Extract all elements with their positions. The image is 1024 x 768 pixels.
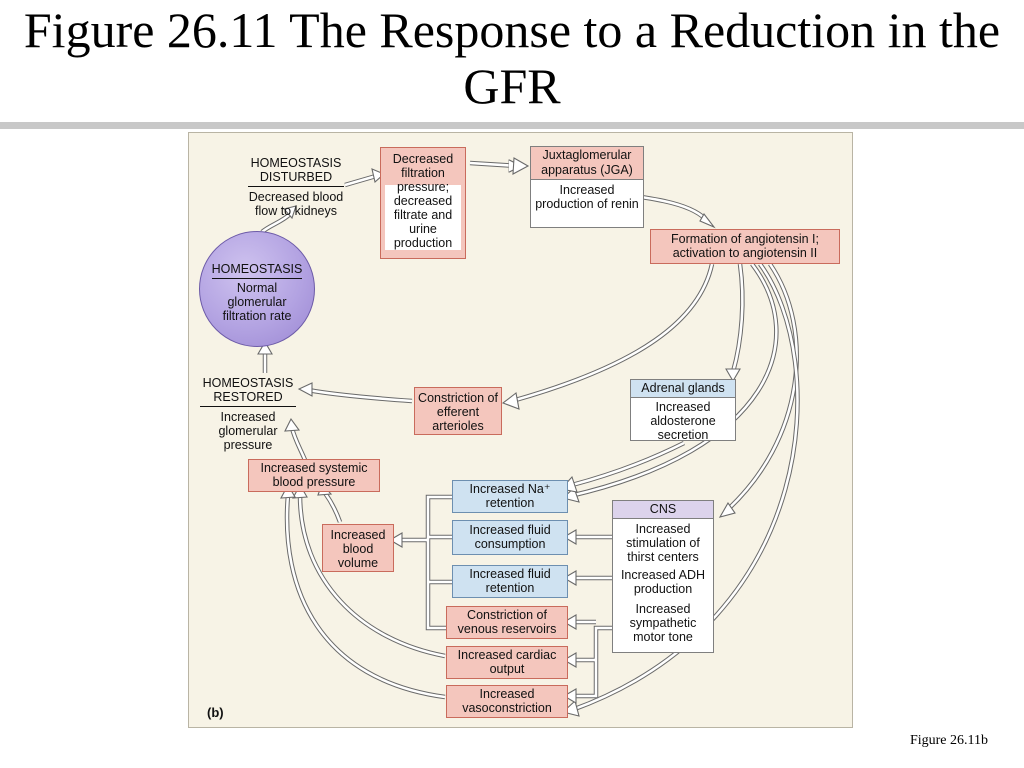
venous-box: Constriction of venous reservoirs	[446, 606, 568, 639]
restored-title: HOMEOSTASIS RESTORED	[200, 376, 296, 407]
decreased-filtration-head: Decreased filtration pressure; decreased…	[381, 152, 465, 250]
homeostasis-text: Normal glomerular filtration rate	[222, 281, 292, 323]
adrenal-title: Adrenal glands	[631, 380, 735, 398]
disturbed-text: Decreased blood flow to kidneys	[248, 190, 344, 218]
fluid-consumption-text: Increased fluid consumption	[469, 523, 551, 551]
fluid-retention-box: Increased fluid retention	[452, 565, 568, 598]
cns-adh: Increased ADH production	[620, 568, 706, 596]
homeostasis-circle: HOMEOSTASIS Normal glomerular filtration…	[199, 231, 315, 347]
fluid-retention-text: Increased fluid retention	[469, 567, 551, 595]
cardiac-box: Increased cardiac output	[446, 646, 568, 679]
angiotensin-box: Formation of angiotensin I; activation t…	[650, 229, 840, 264]
vasoconstriction-text: Increased vasoconstriction	[462, 687, 552, 715]
decreased-filtration-text: Decreased filtration pressure; decreased…	[385, 152, 461, 250]
na-retention-box: Increased Na⁺ retention	[452, 480, 568, 513]
panel-label: (b)	[207, 705, 224, 720]
na-retention-text: Increased Na⁺ retention	[469, 482, 551, 510]
title-divider	[0, 122, 1024, 129]
cardiac-text: Increased cardiac output	[457, 648, 557, 676]
decreased-filtration-box: Decreased filtration pressure; decreased…	[380, 147, 466, 259]
figure-caption: Figure 26.11b	[909, 733, 988, 748]
disturbed-title: HOMEOSTASIS DISTURBED	[248, 156, 344, 187]
vasoconstriction-box: Increased vasoconstriction	[446, 685, 568, 718]
jga-box: Juxtaglomerular apparatus (JGA) Increase…	[530, 146, 644, 228]
systemic-bp-box: Increased systemic blood pressure	[248, 459, 380, 492]
jga-text: Increased production of renin	[535, 183, 639, 211]
angiotensin-text: Formation of angiotensin I; activation t…	[671, 232, 819, 260]
homeostasis-disturbed-label: HOMEOSTASIS DISTURBED Decreased blood fl…	[236, 156, 356, 218]
restored-text: Increased glomerular pressure	[218, 410, 278, 452]
venous-text: Constriction of venous reservoirs	[457, 608, 557, 636]
cns-sympathetic: Increased sympathetic motor tone	[629, 602, 697, 644]
homeostasis-title: HOMEOSTASIS	[211, 262, 303, 279]
blood-volume-box: Increased blood volume	[322, 524, 394, 572]
efferent-box: Constriction of efferent arterioles	[414, 387, 502, 435]
cns-title: CNS	[613, 501, 713, 519]
blood-volume-text: Increased blood volume	[330, 528, 386, 570]
adrenal-text: Increased aldosterone secretion	[650, 400, 716, 442]
jga-title: Juxtaglomerular apparatus (JGA)	[531, 147, 643, 180]
fluid-consumption-box: Increased fluid consumption	[452, 520, 568, 555]
cns-thirst: Increased stimulation of thirst centers	[626, 522, 700, 564]
homeostasis-restored-label: HOMEOSTASIS RESTORED Increased glomerula…	[192, 376, 304, 452]
efferent-text: Constriction of efferent arterioles	[418, 391, 498, 433]
systemic-bp-text: Increased systemic blood pressure	[260, 461, 368, 489]
adrenal-box: Adrenal glands Increased aldosterone sec…	[630, 379, 736, 442]
cns-box: CNS Increased stimulation of thirst cent…	[612, 500, 714, 653]
arrow-heads	[257, 157, 741, 717]
slide-title: Figure 26.11 The Response to a Reduction…	[23, 2, 1001, 114]
